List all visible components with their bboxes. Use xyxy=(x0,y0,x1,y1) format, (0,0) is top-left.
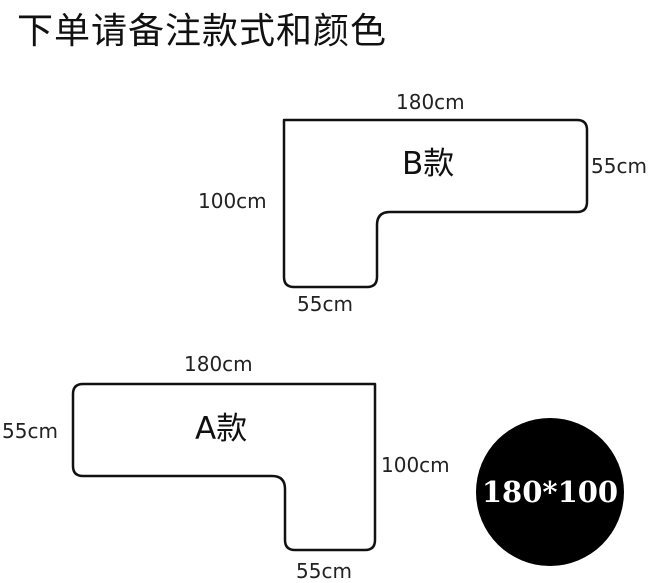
a-left-dimension: 55cm xyxy=(2,419,58,443)
size-badge: 180*100 xyxy=(476,418,624,566)
b-right-dimension: 55cm xyxy=(591,154,647,178)
size-badge-text: 180*100 xyxy=(481,475,619,509)
b-left-dimension: 100cm xyxy=(198,189,267,213)
page-title: 下单请备注款式和颜色 xyxy=(17,11,388,52)
b-style-name: B款 xyxy=(402,146,455,182)
b-bottom-dimension: 55cm xyxy=(297,292,353,316)
a-style-name: A款 xyxy=(195,411,248,447)
desk-shape-b-outline xyxy=(282,118,589,289)
a-top-dimension: 180cm xyxy=(184,352,253,376)
a-right-dimension: 100cm xyxy=(381,453,450,477)
desk-shape-a-outline xyxy=(71,382,377,552)
b-top-dimension: 180cm xyxy=(396,90,465,114)
a-bottom-dimension: 55cm xyxy=(296,559,352,583)
